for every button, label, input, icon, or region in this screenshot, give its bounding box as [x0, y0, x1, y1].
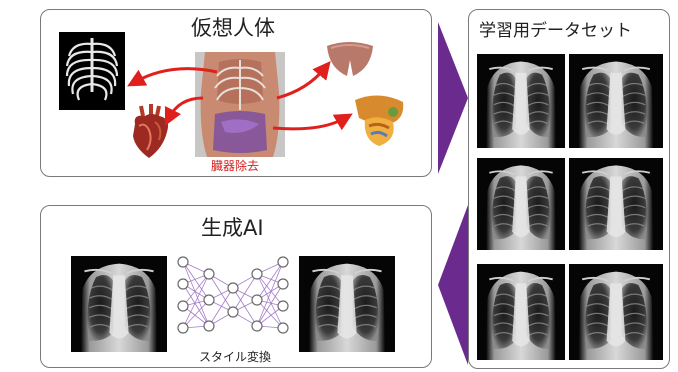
chest-xray-image — [569, 54, 663, 148]
chest-xray-image — [477, 264, 565, 360]
organ-removal-caption: 臓器除去 — [211, 157, 259, 174]
training-dataset-panel: 学習用データセット — [468, 9, 670, 369]
style-transfer-caption: スタイル変換 — [199, 348, 271, 365]
organ-removal-arrows — [41, 10, 433, 178]
flow-arrow-left — [438, 205, 468, 365]
neural-network-icon — [175, 254, 291, 346]
chest-xray-image — [299, 256, 395, 352]
chest-xray-image — [71, 256, 167, 352]
chest-xray-image — [477, 158, 565, 250]
chest-xray-image — [477, 54, 565, 148]
generative-ai-panel: 生成AI スタイル変換 — [40, 205, 432, 368]
chest-xray-image — [569, 158, 663, 250]
training-dataset-title: 学習用データセット — [479, 16, 632, 41]
chest-xray-image — [569, 264, 663, 360]
virtual-body-panel: 仮想人体 — [40, 9, 432, 177]
flow-arrow-right — [438, 22, 468, 174]
generative-ai-title: 生成AI — [201, 212, 264, 242]
